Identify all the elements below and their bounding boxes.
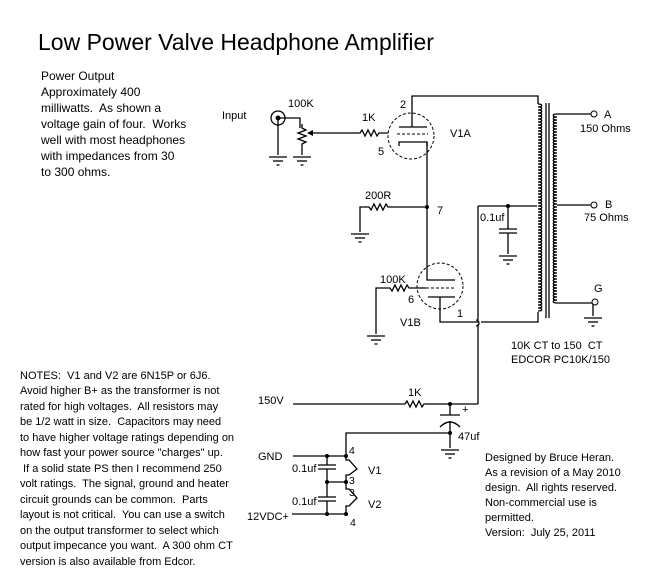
heaters: [345, 456, 358, 514]
label: permitted.: [485, 512, 534, 524]
label: 12VDC+: [247, 511, 289, 523]
label: V1: [368, 465, 381, 477]
label: Designed by Bruce Heran.: [485, 452, 614, 464]
label: rated for high voltages. All resistors m…: [20, 401, 219, 413]
label: If a solid state PS then I recommend 250: [20, 463, 222, 475]
page-title: Low Power Valve Headphone Amplifier: [38, 29, 434, 55]
label: V1B: [400, 317, 421, 329]
label: with impedances from 30: [40, 149, 175, 163]
label: B: [605, 199, 612, 211]
label: volt ratings. The signal, ground and hea…: [20, 478, 229, 490]
label: EDCOR PC10K/150: [511, 354, 610, 366]
tube-v1a: 2 V1A 200R 7: [350, 95, 539, 265]
potentiometer: [296, 124, 308, 155]
label: 0.1uf: [292, 496, 317, 508]
notes-text: NOTES: V1 and V2 are 6N15P or 6J6. Avoid…: [20, 370, 234, 568]
label: A: [604, 109, 612, 121]
label: As a revision of a May 2010: [485, 467, 621, 479]
label: voltage gain of four. Works: [41, 117, 186, 131]
label: Approximately 400: [41, 85, 141, 99]
input-stage: Input 100K 1K 5: [222, 98, 388, 166]
label: 1: [457, 308, 463, 320]
terminal-a: [590, 110, 598, 118]
power-output-text: Power Output Approximately 400 milliwatt…: [40, 69, 186, 179]
label: layout is not critical. You can use a sw…: [20, 509, 225, 521]
label: version is also available from Edcor.: [20, 556, 195, 568]
label: 75 Ohms: [584, 212, 629, 224]
label: design. All rights reserved.: [485, 482, 617, 494]
label: to 300 ohms.: [41, 165, 110, 179]
label: how fast your power source "charges" up.: [20, 447, 223, 459]
label: 47uf: [458, 431, 480, 443]
label: 150 Ohms: [580, 123, 631, 135]
label: Avoid higher B+ as the transformer is no…: [20, 385, 219, 397]
label: 6: [408, 294, 414, 306]
label: 3: [349, 487, 355, 499]
label: Power Output: [41, 69, 115, 83]
label: G: [594, 283, 603, 295]
tube-v1b: 100K 6 1 V1B: [366, 262, 478, 345]
label: to have higher voltage ratings depending…: [20, 432, 234, 444]
terminal-g: [591, 298, 599, 306]
label: 150V: [258, 395, 284, 407]
power-supply: 150V 1K + 47uf GND 12VDC+ 0.1uf 0.1uf 4 …: [247, 387, 480, 529]
label: 3: [349, 475, 355, 487]
label: Version: July 25, 2011: [485, 527, 595, 539]
label: milliwatts. As shown a: [41, 101, 161, 115]
output-transformer: 0.1uf A 150 Ohms B 75 Ohms G 10K CT to 1…: [475, 103, 631, 404]
label: well with most headphones: [40, 133, 185, 147]
label: 1K: [408, 387, 422, 399]
label: 4: [350, 517, 356, 529]
label: V1A: [450, 128, 471, 140]
label: 10K CT to 150 CT: [511, 340, 603, 352]
label: 0.1uf: [292, 463, 317, 475]
primary-coil: [537, 103, 543, 312]
credits-text: Designed by Bruce Heran. As a revision o…: [485, 452, 621, 539]
label: Non-commercial use is: [485, 497, 597, 509]
secondary-coil: [552, 113, 558, 304]
label: Input: [222, 110, 246, 122]
label: 100K: [380, 274, 406, 286]
label: 7: [437, 205, 443, 217]
label: on the output transformer to select whic…: [20, 525, 219, 537]
label: 200R: [365, 190, 391, 202]
label: 5: [378, 146, 384, 158]
label: 4: [349, 445, 355, 457]
label: NOTES: V1 and V2 are 6N15P or 6J6.: [20, 370, 211, 382]
label: 100K: [288, 98, 314, 110]
terminal-b: [590, 201, 598, 209]
label: 0.1uf: [480, 212, 505, 224]
label: 2: [400, 99, 406, 111]
label: output impecance you want. A 300 ohm CT: [20, 540, 233, 552]
label: 1K: [362, 112, 376, 124]
label: V2: [368, 499, 381, 511]
label: +: [462, 404, 468, 416]
label: GND: [258, 451, 283, 463]
label: circuit grounds can be common. Parts: [20, 494, 208, 506]
label: be 1/2 watt in size. Capacitors may need: [20, 416, 221, 428]
